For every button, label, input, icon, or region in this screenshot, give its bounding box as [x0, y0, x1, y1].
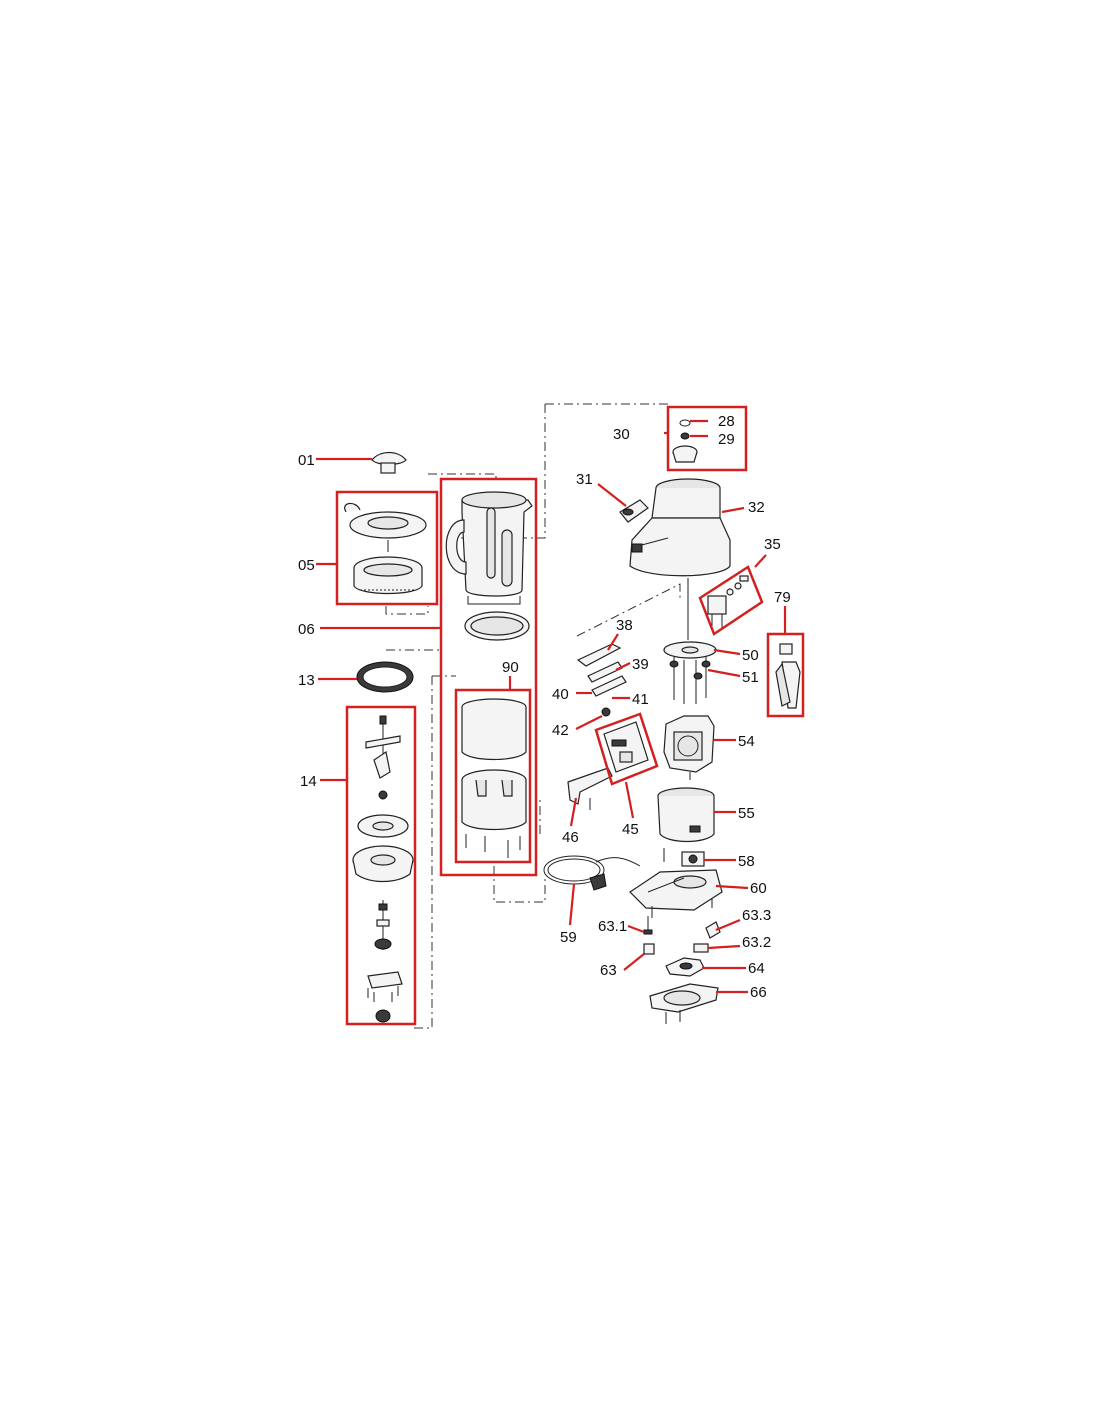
callout-79: 79	[774, 589, 791, 606]
assembly-guide-lines	[385, 403, 681, 1029]
part-05-lid-assembly	[344, 502, 427, 595]
part-50-motor-plate	[663, 578, 717, 704]
callout-40: 40	[552, 686, 569, 703]
part-54-motor	[663, 715, 715, 780]
part-59-power-cord	[543, 855, 641, 891]
highlight-box-14	[345, 705, 417, 1026]
part-51-grommets	[669, 660, 711, 680]
part-39-41-pcb-parts	[587, 661, 627, 717]
part-63-1-screw	[643, 916, 653, 935]
callout-50: 50	[742, 647, 759, 664]
callout-58: 58	[738, 853, 755, 870]
part-66-bottom-plate	[649, 983, 719, 1024]
leader-lines	[316, 419, 787, 994]
part-14-blade-assembly	[352, 715, 414, 1023]
callout-63-2: 63.2	[742, 934, 771, 951]
callout-55: 55	[738, 805, 755, 822]
callout-66: 66	[750, 984, 767, 1001]
callout-63-3: 63.3	[742, 907, 771, 924]
callout-labels: 01 05 06 13 14 28 29 30 31 32 35 79 38 3…	[298, 413, 791, 1001]
callout-29: 29	[718, 431, 735, 448]
callout-38: 38	[616, 617, 633, 634]
callout-05: 05	[298, 557, 315, 574]
highlight-box-90	[454, 688, 532, 864]
highlight-box-45	[594, 712, 659, 786]
part-60-base	[629, 869, 723, 918]
callout-45: 45	[622, 821, 639, 838]
part-28-29-coupling	[672, 419, 698, 463]
highlight-box-30	[666, 405, 748, 472]
callout-01: 01	[298, 452, 315, 469]
callout-31: 31	[576, 471, 593, 488]
callout-42: 42	[552, 722, 569, 739]
part-35-switch-assembly	[707, 575, 749, 628]
part-90-inner-guard	[461, 698, 527, 858]
callout-51: 51	[742, 669, 759, 686]
callout-06: 06	[298, 621, 315, 638]
part-06-jug	[445, 491, 533, 641]
part-58-switch	[663, 848, 705, 867]
highlight-box-05	[335, 490, 439, 606]
callout-35: 35	[764, 536, 781, 553]
callout-28: 28	[718, 413, 735, 430]
callout-63: 63	[600, 962, 617, 979]
callout-46: 46	[562, 829, 579, 846]
part-01-measuring-cap	[371, 451, 407, 474]
callout-30: 30	[613, 426, 630, 443]
callout-60: 60	[750, 880, 767, 897]
highlight-box-06	[439, 477, 538, 877]
part-45-control-board	[603, 721, 649, 773]
part-31-switch-knob	[619, 499, 649, 523]
part-63-2-foot	[693, 943, 709, 953]
part-63-3-clip	[705, 921, 721, 939]
callout-90: 90	[502, 659, 519, 676]
callout-59: 59	[560, 929, 577, 946]
part-63-foot	[643, 943, 655, 955]
callout-39: 39	[632, 656, 649, 673]
highlight-box-35	[698, 565, 764, 636]
part-79-handle-clip	[775, 643, 801, 709]
part-13-seal-ring	[356, 661, 414, 693]
callout-64: 64	[748, 960, 765, 977]
callout-13: 13	[298, 672, 315, 689]
callout-63-1: 63.1	[598, 918, 627, 935]
highlight-boxes	[335, 405, 805, 1026]
callout-32: 32	[748, 499, 765, 516]
part-55-motor-housing	[657, 787, 715, 843]
part-38-bracket	[576, 643, 622, 667]
part-64-drive-plate	[665, 957, 705, 977]
callout-14: 14	[300, 773, 317, 790]
callout-54: 54	[738, 733, 755, 750]
part-32-upper-housing	[629, 478, 731, 577]
callout-41: 41	[632, 691, 649, 708]
